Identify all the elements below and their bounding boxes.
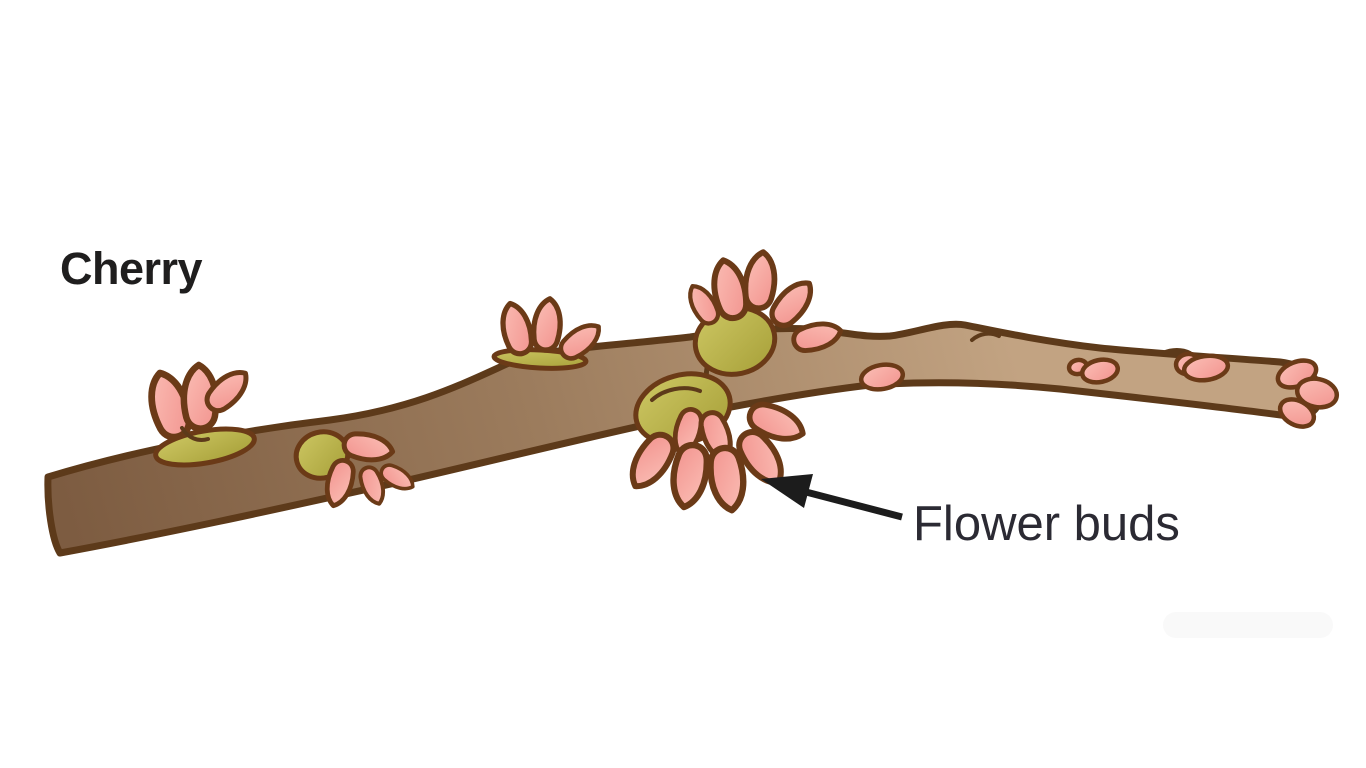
- flower-bud: [743, 251, 777, 310]
- flower-bud: [532, 297, 563, 351]
- diagram-title: Cherry: [60, 243, 203, 294]
- arrow-head: [761, 474, 813, 508]
- tip-buds: [1275, 358, 1340, 429]
- bud-cluster-lower-left: [293, 426, 420, 509]
- small-bud: [1079, 357, 1121, 385]
- bud-fold-line: [180, 426, 210, 442]
- branch-notch-line: [970, 331, 1001, 342]
- page-smudge-artifact: [1163, 612, 1333, 638]
- flower-buds-arrow: [761, 474, 903, 521]
- scale-highlight-line: [650, 386, 702, 402]
- arrow-shaft: [805, 488, 903, 521]
- small-bud: [1294, 376, 1340, 410]
- flower-bud: [498, 300, 536, 356]
- bud-cluster-mid-top: [491, 297, 606, 371]
- bud-cluster-left: [144, 364, 257, 468]
- bud-cluster-junction-top: [683, 251, 843, 377]
- small-bud: [1181, 353, 1231, 383]
- small-bud: [1277, 397, 1317, 429]
- flower-buds-label: Flower buds: [913, 497, 1180, 551]
- branch-small-buds: [858, 351, 1231, 392]
- flower-bud-cluster-labeled: [623, 371, 808, 513]
- small-bud: [858, 362, 906, 392]
